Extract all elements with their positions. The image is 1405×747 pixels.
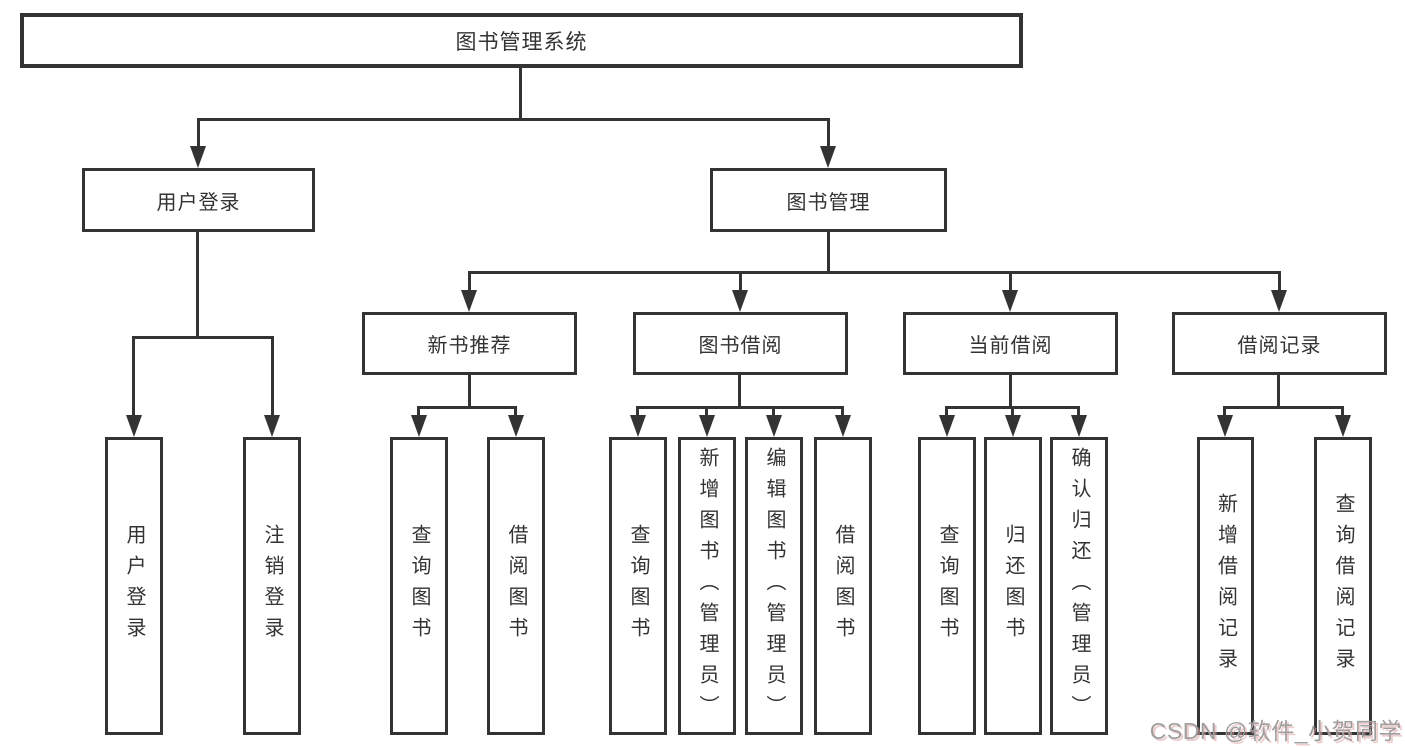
connector-segment bbox=[417, 406, 517, 409]
arrowhead-icon bbox=[1335, 415, 1351, 437]
connector-segment bbox=[636, 406, 639, 417]
node-label: 当前借阅 bbox=[968, 335, 1053, 357]
node-label: 编辑图书（管理员） bbox=[763, 446, 785, 726]
connector-segment bbox=[514, 406, 517, 417]
arrowhead-icon bbox=[190, 146, 206, 168]
connector-segment bbox=[739, 271, 742, 292]
node-label: 用户登录 bbox=[156, 191, 241, 214]
connector-segment bbox=[1223, 406, 1226, 417]
arrowhead-icon bbox=[1071, 415, 1087, 437]
leaf-query-books-recommend: 查询图书 bbox=[390, 437, 448, 735]
connector-segment bbox=[519, 68, 522, 120]
connector-segment bbox=[1278, 271, 1281, 292]
connector-segment bbox=[132, 336, 274, 339]
connector-segment bbox=[271, 336, 274, 417]
leaf-borrow-books-recommend: 借阅图书 bbox=[487, 437, 545, 735]
connector-segment bbox=[1009, 375, 1012, 408]
node-current-borrow: 当前借阅 bbox=[903, 312, 1118, 375]
connector-segment bbox=[738, 375, 741, 408]
connector-segment bbox=[705, 406, 708, 417]
node-book-borrow: 图书借阅 bbox=[633, 312, 848, 375]
connector-segment bbox=[468, 271, 471, 292]
leaf-query-books-current: 查询图书 bbox=[918, 437, 976, 735]
connector-segment bbox=[827, 232, 830, 273]
arrowhead-icon bbox=[732, 290, 748, 312]
connector-segment bbox=[1341, 406, 1344, 417]
leaf-logout: 注销登录 bbox=[243, 437, 301, 735]
leaf-confirm-return-admin: 确认归还（管理员） bbox=[1050, 437, 1108, 735]
arrowhead-icon bbox=[699, 415, 715, 437]
leaf-user-login: 用户登录 bbox=[105, 437, 163, 735]
node-label: 借阅记录 bbox=[1237, 335, 1322, 357]
arrowhead-icon bbox=[126, 415, 142, 437]
connector-segment bbox=[132, 336, 135, 417]
node-label: 确认归还（管理员） bbox=[1068, 446, 1090, 726]
node-label: 图书管理 bbox=[786, 191, 871, 214]
leaf-return-book: 归还图书 bbox=[984, 437, 1042, 735]
connector-segment bbox=[468, 375, 471, 408]
node-label: 查询图书 bbox=[408, 524, 430, 648]
arrowhead-icon bbox=[939, 415, 955, 437]
connector-segment bbox=[196, 232, 199, 338]
node-user-login: 用户登录 bbox=[82, 168, 315, 232]
node-label: 图书管理系统 bbox=[455, 30, 588, 54]
connector-segment bbox=[468, 271, 1281, 274]
node-label: 新增借阅记录 bbox=[1214, 493, 1237, 679]
arrowhead-icon bbox=[820, 146, 836, 168]
leaf-borrow-books: 借阅图书 bbox=[814, 437, 872, 735]
arrowhead-icon bbox=[630, 415, 646, 437]
connector-segment bbox=[197, 118, 200, 150]
connector-segment bbox=[1277, 375, 1280, 408]
leaf-query-borrow-record: 查询借阅记录 bbox=[1314, 437, 1372, 735]
arrowhead-icon bbox=[1002, 290, 1018, 312]
connector-segment bbox=[1077, 406, 1080, 417]
leaf-add-book-admin: 新增图书（管理员） bbox=[678, 437, 736, 735]
connector-segment bbox=[1011, 406, 1014, 417]
leaf-query-books-borrow: 查询图书 bbox=[609, 437, 667, 735]
connector-segment bbox=[1009, 271, 1012, 292]
node-label: 新增图书（管理员） bbox=[696, 446, 718, 726]
connector-segment bbox=[841, 406, 844, 417]
csdn-watermark: CSDN @软件_小贺同学 bbox=[1149, 718, 1402, 744]
arrowhead-icon bbox=[461, 290, 477, 312]
leaf-add-borrow-record: 新增借阅记录 bbox=[1197, 437, 1254, 735]
node-library-management-system: 图书管理系统 bbox=[20, 13, 1023, 68]
arrowhead-icon bbox=[1271, 290, 1287, 312]
connector-segment bbox=[1223, 406, 1344, 409]
node-borrow-records: 借阅记录 bbox=[1172, 312, 1387, 375]
arrowhead-icon bbox=[508, 415, 524, 437]
arrowhead-icon bbox=[1217, 415, 1233, 437]
node-label: 查询图书 bbox=[627, 524, 649, 648]
node-label: 查询图书 bbox=[936, 524, 958, 648]
connector-segment bbox=[417, 406, 420, 417]
node-label: 归还图书 bbox=[1002, 524, 1024, 648]
arrowhead-icon bbox=[1005, 415, 1021, 437]
arrowhead-icon bbox=[264, 415, 280, 437]
connector-segment bbox=[772, 406, 775, 417]
leaf-edit-book-admin: 编辑图书（管理员） bbox=[745, 437, 803, 735]
node-label: 借阅图书 bbox=[505, 524, 527, 648]
connector-segment bbox=[636, 406, 844, 409]
connector-segment bbox=[945, 406, 948, 417]
node-new-book-recommend: 新书推荐 bbox=[362, 312, 577, 375]
connector-segment bbox=[827, 118, 830, 150]
node-label: 查询借阅记录 bbox=[1332, 493, 1354, 679]
node-label: 用户登录 bbox=[123, 524, 145, 648]
node-book-management: 图书管理 bbox=[710, 168, 947, 232]
arrowhead-icon bbox=[835, 415, 851, 437]
node-label: 注销登录 bbox=[261, 524, 283, 648]
node-label: 图书借阅 bbox=[698, 335, 783, 357]
arrowhead-icon bbox=[411, 415, 427, 437]
connector-segment bbox=[197, 118, 830, 121]
node-label: 新书推荐 bbox=[427, 335, 512, 357]
arrowhead-icon bbox=[766, 415, 782, 437]
node-label: 借阅图书 bbox=[832, 524, 854, 648]
